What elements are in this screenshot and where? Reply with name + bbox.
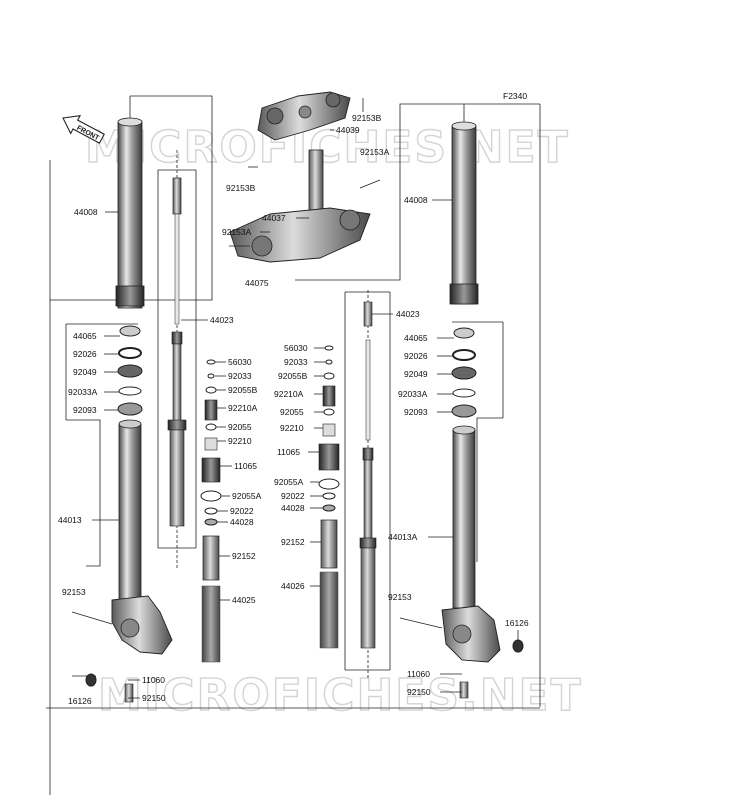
label-92055B-a: 92055B <box>228 385 258 395</box>
label-92150-left: 92150 <box>142 693 166 703</box>
label-92055-b: 92055 <box>280 407 304 417</box>
label-92026-right: 92026 <box>404 351 428 361</box>
grouping-lines <box>46 95 541 795</box>
damper-rod-right <box>359 290 377 680</box>
label-92152-a: 92152 <box>232 551 256 561</box>
label-44023-left: 44023 <box>210 315 234 325</box>
label-92093-left: 92093 <box>73 405 97 415</box>
label-44013: 44013 <box>58 515 82 525</box>
label-44008-right: 44008 <box>404 195 428 205</box>
callout-labels: 44008 44008 44023 44023 44065 44065 9202… <box>58 113 529 706</box>
label-56030-a: 56030 <box>228 357 252 367</box>
label-92033-b: 92033 <box>284 357 308 367</box>
seal-stack-left <box>117 325 143 416</box>
damper-rod-left <box>167 150 187 570</box>
label-92055B-b: 92055B <box>278 371 308 381</box>
label-92022-b: 92022 <box>281 491 305 501</box>
label-56030-b: 56030 <box>284 343 308 353</box>
seal-stack-right <box>451 327 477 418</box>
leader-lines <box>92 129 519 699</box>
label-92093-right: 92093 <box>404 407 428 417</box>
label-92152-b: 92152 <box>281 537 305 547</box>
label-92055A-a: 92055A <box>232 491 262 501</box>
label-92153A-top: 92153A <box>360 147 390 157</box>
label-11065-a: 11065 <box>234 461 257 471</box>
watermark-bottom: MICROFICHES.NET <box>98 670 583 721</box>
label-92150-right: 92150 <box>407 687 431 697</box>
inner-tube-right <box>399 425 524 699</box>
label-92210-a: 92210 <box>228 436 252 446</box>
label-92210A-a: 92210A <box>228 403 258 413</box>
label-92049-left: 92049 <box>73 367 97 377</box>
figure-code: F2340 <box>503 91 527 101</box>
label-44025: 44025 <box>232 595 256 605</box>
label-92210A-b: 92210A <box>274 389 304 399</box>
inner-tube-left <box>71 419 173 703</box>
label-16126-right: 16126 <box>505 618 529 628</box>
label-92033A-right: 92033A <box>398 389 428 399</box>
label-44065-left: 44065 <box>73 331 97 341</box>
label-92022-a: 92022 <box>230 506 254 516</box>
label-16126-left: 16126 <box>68 696 92 706</box>
label-44028-b: 44028 <box>281 503 305 513</box>
label-44039: 44039 <box>336 125 360 135</box>
label-92153B-top: 92153B <box>352 113 382 123</box>
label-92026-left: 92026 <box>73 349 97 359</box>
label-92033-a: 92033 <box>228 371 252 381</box>
label-92153-left: 92153 <box>62 587 86 597</box>
small-parts-right <box>318 345 340 649</box>
small-parts-left <box>200 359 222 663</box>
label-92153B-mid: 92153B <box>226 183 256 193</box>
label-11065-b: 11065 <box>277 447 300 457</box>
label-92055-a: 92055 <box>228 422 252 432</box>
watermark-top: MICROFICHES.NET <box>85 122 570 173</box>
label-44013A: 44013A <box>388 532 418 542</box>
outer-tube-left <box>115 96 145 309</box>
label-92055A-b: 92055A <box>274 477 304 487</box>
label-11060-left: 11060 <box>142 675 165 685</box>
label-44075: 44075 <box>245 278 269 288</box>
label-92033A-left: 92033A <box>68 387 98 397</box>
outer-tube-right <box>449 104 479 305</box>
label-44028-a: 44028 <box>230 517 254 527</box>
label-44023-right: 44023 <box>396 309 420 319</box>
label-92153-right: 92153 <box>388 592 412 602</box>
label-92210-b: 92210 <box>280 423 304 433</box>
label-44065-right: 44065 <box>404 333 428 343</box>
label-92153A-mid: 92153A <box>222 227 252 237</box>
steering-stem-assembly <box>229 91 381 263</box>
label-44026: 44026 <box>281 581 305 591</box>
label-92049-right: 92049 <box>404 369 428 379</box>
label-44037: 44037 <box>262 213 286 223</box>
label-11060-right: 11060 <box>407 669 430 679</box>
label-44008-left: 44008 <box>74 207 98 217</box>
